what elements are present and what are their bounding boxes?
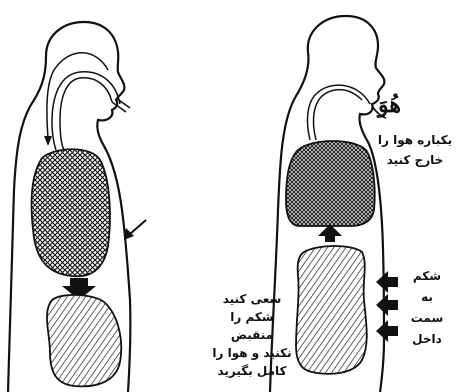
caption-line: شکم را xyxy=(202,308,302,326)
caption-line: به xyxy=(398,287,456,308)
left-lungs xyxy=(32,149,110,276)
right-lungs xyxy=(286,141,375,226)
caption-line: کامل بگیرید xyxy=(202,362,302,380)
left-airway xyxy=(52,72,120,150)
caption-line: خارج کنید xyxy=(372,150,458,170)
right-abdomen xyxy=(296,246,367,374)
right-caption-side: شکم به سمت داخل xyxy=(398,266,456,350)
left-side-arrow xyxy=(130,220,146,234)
exhale-sound-label: هُوَ xyxy=(378,92,401,118)
right-caption-top: یکباره هوا را خارج کنید xyxy=(372,130,458,170)
right-inward-arrows xyxy=(376,271,398,342)
left-inflow-arrowhead xyxy=(44,136,52,146)
caption-line: سعی کنید xyxy=(202,290,302,308)
caption-line: منقبض xyxy=(202,326,302,344)
caption-line: یکباره هوا را xyxy=(372,130,458,150)
caption-line: نکنید و هوا را xyxy=(202,344,302,362)
left-abdomen xyxy=(47,295,121,386)
left-side-arrowhead xyxy=(124,228,134,240)
inward-arrow-3 xyxy=(376,320,398,342)
left-mouth-tube xyxy=(112,98,130,112)
caption-line: سمت xyxy=(398,308,456,329)
inward-arrow-1 xyxy=(376,271,398,293)
right-airway xyxy=(308,85,370,140)
left-figure xyxy=(8,22,146,392)
inward-arrow-2 xyxy=(376,294,398,316)
left-caption: سعی کنید شکم را منقبض نکنید و هوا را کام… xyxy=(202,290,302,380)
caption-line: داخل xyxy=(398,329,456,350)
caption-line: شکم xyxy=(398,266,456,287)
